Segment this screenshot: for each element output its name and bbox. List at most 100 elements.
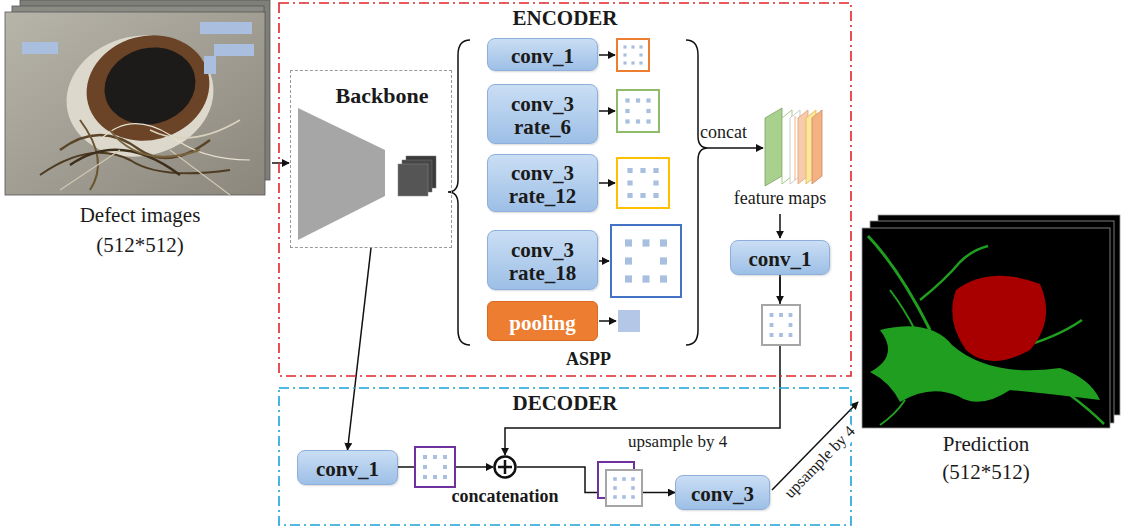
label-text: (512*512) [942, 460, 1030, 485]
defect-image-stack [214, 44, 254, 56]
backbone-shape [398, 164, 428, 196]
label-text: ASPP [566, 349, 611, 370]
input-arrow [272, 162, 289, 164]
backbone-shape [298, 108, 385, 240]
prediction-image-stack [952, 276, 1046, 361]
defect-image-stack [110, 130, 200, 157]
prediction-image-stack [868, 236, 930, 330]
label-text: feature maps [734, 188, 826, 209]
label: Prediction [943, 432, 1029, 457]
backbone-box: Backbone [290, 70, 452, 248]
prediction-image-stack [890, 290, 915, 330]
defect-image-stack [22, 22, 254, 195]
branch-arrows [599, 110, 615, 112]
defect-image-stack [200, 22, 252, 34]
process-box: conv_1 [487, 38, 598, 71]
node-text: conv_1 [749, 248, 812, 271]
defect-image-stack [40, 153, 230, 175]
feature-map [606, 470, 642, 506]
branch-arrows [599, 320, 616, 322]
pooling-box: pooling [487, 301, 598, 341]
feature-map [617, 90, 659, 132]
defect-image-stack [100, 124, 250, 160]
label-text: (512*512) [96, 233, 184, 258]
feature-map [617, 90, 659, 132]
feature-map [762, 305, 800, 345]
edge-label-text: upsample by 4 [628, 432, 727, 452]
concat-symbol [495, 457, 516, 478]
process-box: conv_3 rate_12 [487, 154, 598, 212]
label: Defect images [80, 203, 201, 228]
feature-map-stack [812, 110, 822, 184]
node-text: conv_3 [691, 483, 754, 506]
feature-map [415, 447, 455, 487]
feature-map [617, 39, 649, 71]
defect-image-stack [204, 56, 216, 74]
feature-map [617, 39, 649, 71]
defect-image-stack [70, 150, 180, 175]
branch-arrows [599, 54, 615, 56]
defect-image-stack [22, 42, 58, 54]
edge-label: upsample by 4 [628, 432, 727, 452]
bracket [686, 40, 708, 345]
feature-map [618, 310, 640, 332]
node-text: concatenation [445, 486, 565, 507]
node-text: conv_3 rate_6 [499, 93, 587, 138]
backbone-shape [298, 108, 436, 240]
defect-image-stack [60, 150, 120, 190]
feature-map [606, 470, 642, 506]
process-box: conv_1 [730, 240, 830, 275]
feature-map [611, 39, 681, 332]
concat-node: concatenation [445, 455, 565, 513]
prediction-image-stack [1070, 395, 1104, 424]
heading-text: ENCODER [278, 6, 852, 31]
node-text: conv_1 [511, 45, 574, 68]
defect-image-stack [170, 150, 230, 195]
feature-map [611, 225, 681, 297]
feature-map [611, 225, 681, 297]
node-text: pooling [509, 311, 576, 336]
process-box: conv_1 [297, 450, 398, 485]
label-text: Defect images [80, 203, 201, 228]
defect-image-stack [96, 37, 205, 134]
region-frame: DECODER conv_1 concatenation conv_3 [278, 387, 852, 526]
branch-arrows [599, 260, 609, 262]
label-text: Prediction [943, 432, 1029, 457]
process-box: conv_3 rate_18 [487, 230, 598, 290]
node-text: conv_3 rate_18 [499, 239, 587, 284]
process-box: conv_3 rate_6 [487, 84, 598, 144]
label: (512*512) [96, 233, 184, 258]
node-text: conv_1 [316, 458, 379, 481]
defect-image-stack [55, 22, 225, 170]
feature-map-stack [765, 108, 822, 186]
prediction-image-stack [880, 400, 905, 425]
label: upsample by 4 [780, 421, 861, 503]
label: feature maps [734, 188, 826, 209]
feature-map-stack [765, 108, 782, 186]
feature-map [762, 305, 800, 345]
region-border [279, 3, 851, 376]
label-text: upsample by 4 [781, 422, 859, 501]
process-box: conv_3 [675, 475, 770, 510]
label-text: concat [700, 122, 747, 143]
node-text: conv_3 rate_12 [499, 162, 587, 207]
defect-image-stack [150, 120, 240, 138]
feature-map-stack [795, 116, 796, 180]
defect-image-stack [5, 12, 265, 195]
region-border [279, 388, 851, 525]
heading-text: DECODER [278, 391, 852, 416]
feature-map [617, 158, 669, 208]
concat-arrow [708, 147, 763, 149]
concat-symbol [493, 455, 517, 479]
label: ASPP [566, 349, 611, 370]
feature-map [415, 447, 455, 487]
prediction-image-stack [862, 228, 1110, 428]
prediction-image-stack [862, 215, 1120, 428]
connector [348, 248, 372, 450]
flow-arrow [779, 214, 781, 238]
heading-text: Backbone [313, 83, 451, 109]
concat-symbol [498, 466, 512, 469]
flow-arrow [779, 277, 781, 303]
label: concat [700, 122, 747, 143]
